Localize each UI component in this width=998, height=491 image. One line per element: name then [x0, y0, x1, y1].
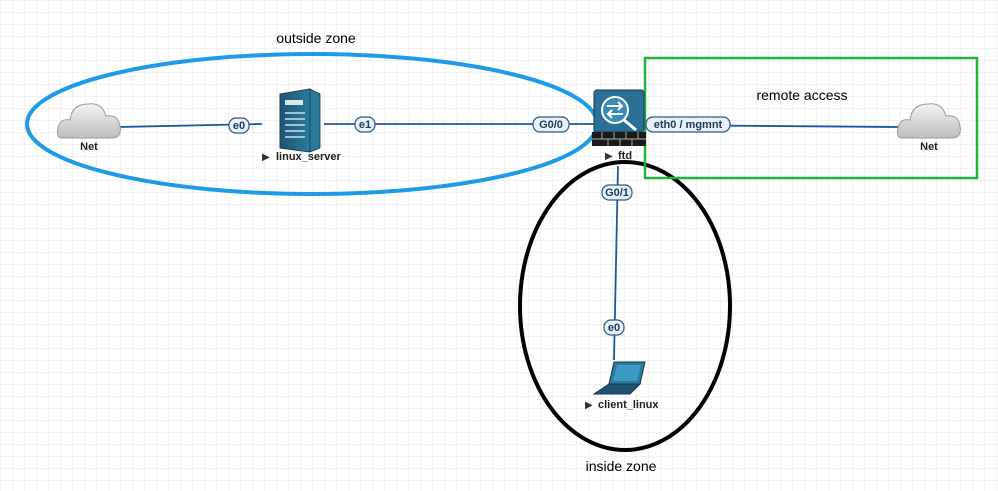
node-linux-server[interactable]: ▶ linux_server	[262, 88, 342, 163]
remote-access-zone-label: remote access	[756, 87, 847, 103]
play-icon[interactable]: ▶	[585, 400, 593, 411]
outside-zone-label: outside zone	[276, 30, 356, 46]
port-ftd-g01[interactable]: G0/1	[601, 184, 633, 201]
node-ftd[interactable]: ▶ ftd	[592, 89, 646, 162]
cloud-icon	[897, 103, 961, 139]
laptop-icon	[592, 361, 646, 395]
remote-access-zone-box[interactable]	[643, 56, 979, 180]
port-ftd-g00[interactable]: G0/0	[532, 116, 570, 133]
server-icon	[279, 88, 321, 153]
port-client-e0[interactable]: e0	[603, 319, 625, 336]
inside-zone-label: inside zone	[586, 458, 657, 474]
port-linux-server-e0[interactable]: e0	[228, 117, 250, 134]
firewall-icon	[592, 89, 646, 146]
play-icon[interactable]: ▶	[605, 151, 613, 162]
port-linux-server-e1[interactable]: e1	[354, 116, 376, 133]
port-label: G0/0	[539, 119, 563, 131]
linux-server-label: linux_server	[276, 151, 342, 163]
port-ftd-eth0[interactable]: eth0 / mgmnt	[645, 116, 731, 133]
client-linux-label: client_linux	[598, 399, 659, 411]
node-net-right[interactable]: Net	[897, 103, 961, 153]
port-label: e1	[359, 119, 371, 131]
ftd-label: ftd	[618, 150, 632, 162]
port-label: e0	[233, 120, 245, 132]
cloud-icon	[57, 103, 121, 139]
net-left-label: Net	[80, 141, 98, 153]
node-net-left[interactable]: Net	[57, 103, 121, 153]
play-icon[interactable]: ▶	[262, 152, 270, 163]
port-label: G0/1	[605, 187, 629, 199]
port-label: eth0 / mgmnt	[654, 119, 723, 131]
inside-zone-ellipse[interactable]	[518, 160, 732, 452]
node-client-linux[interactable]: ▶ client_linux	[585, 361, 659, 411]
net-right-label: Net	[920, 141, 938, 153]
port-label: e0	[608, 322, 620, 334]
